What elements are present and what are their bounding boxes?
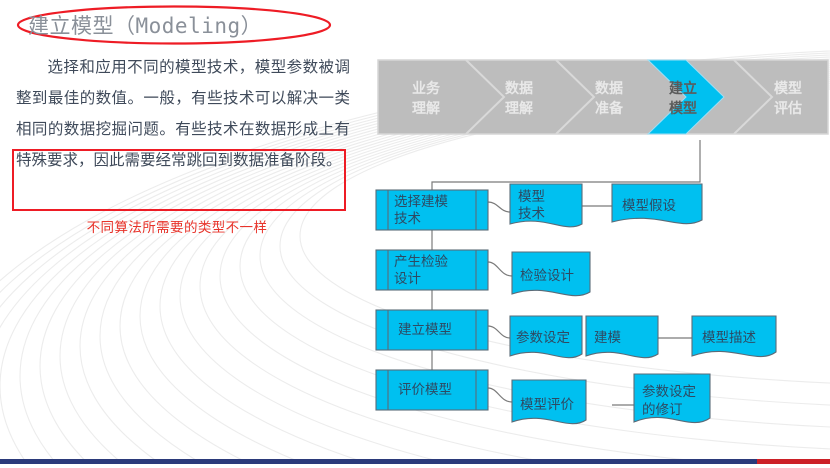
output-node-label-line1: 模型假设 xyxy=(622,198,676,214)
task-node-label-line2: 技术 xyxy=(394,211,421,227)
right-diagram-column: 业务 理解 数据 理解 数据 准备 建立 模型 模型 评估 xyxy=(368,0,830,468)
footer-bar-spacer xyxy=(0,464,830,468)
output-node-parameter-settings[interactable]: 参数设定 xyxy=(509,315,583,359)
chevron-step-1-line1: 业务 xyxy=(412,80,441,97)
chevron-step-2-line2: 理解 xyxy=(505,100,533,117)
task-node-label-line1: 建立模型 xyxy=(398,322,452,338)
output-node-label-line1: 参数设定 xyxy=(516,329,570,346)
task-node-generate-test-design[interactable]: 产生检验 设计 xyxy=(375,249,489,291)
body-paragraph: 选择和应用不同的模型技术，模型参数被调整到最佳的数值。一般，有些技术可以解决一类… xyxy=(16,52,350,176)
chevron-step-5-line2: 评估 xyxy=(774,100,802,117)
output-node-label-line1: 模型 xyxy=(518,189,545,205)
chevron-separators xyxy=(465,59,596,135)
output-node-modeling-technique[interactable]: 模型 技术 xyxy=(509,183,583,228)
output-node-model-description[interactable]: 模型描述 xyxy=(691,315,777,358)
output-node-label-line1: 模型描述 xyxy=(702,330,756,346)
task-node-select-modeling-technique[interactable]: 选择建模 技术 xyxy=(375,189,489,231)
chevron-step-3-line2: 准备 xyxy=(595,100,624,117)
chevron-step-1-line2: 理解 xyxy=(412,100,440,117)
modeling-task-flowchart: 选择建模 技术 产生检验 设计 建立模型 xyxy=(375,140,777,425)
red-annotation-note: 不同算法所需要的类型不一样 xyxy=(86,220,268,236)
chevron-step-3-line1: 数据 xyxy=(595,80,623,97)
output-node-label-line1: 建模 xyxy=(594,330,622,346)
chevron-step-5-line1: 模型 xyxy=(774,80,802,97)
left-text-column: 建立模型（Modeling） 选择和应用不同的模型技术，模型参数被调整到最佳的数… xyxy=(0,0,368,468)
task-node-label-line1: 产生检验 xyxy=(394,254,448,270)
task-node-label-line1: 评价模型 xyxy=(398,382,452,398)
output-node-test-design[interactable]: 检验设计 xyxy=(511,251,591,297)
footer-bar-navy xyxy=(0,459,830,464)
task-node-label-line2: 设计 xyxy=(394,271,421,287)
chevron-labels: 业务 理解 数据 理解 数据 准备 建立 模型 模型 评估 xyxy=(412,80,802,117)
chevron-step-active-outline xyxy=(646,59,725,135)
output-node-models[interactable]: 建模 xyxy=(585,315,659,359)
body-paragraph-text: 选择和应用不同的模型技术，模型参数被调整到最佳的数值。一般，有些技术可以解决一类… xyxy=(16,58,350,169)
red-ellipse-annotation xyxy=(16,5,332,45)
connector-chevron-to-first-task xyxy=(431,140,701,190)
page-title-group: 建立模型（Modeling） xyxy=(14,4,334,46)
chevron-separator-last xyxy=(733,59,774,135)
chevron-band-background xyxy=(377,59,829,135)
chevron-step-4-line2: 模型 xyxy=(669,100,697,117)
output-node-label-line1: 模型评价 xyxy=(520,397,574,413)
chevron-step-4-line1: 建立 xyxy=(669,80,697,97)
task-node-label-line1: 选择建模 xyxy=(394,194,448,210)
connector-output-to-output xyxy=(582,205,692,406)
output-node-modeling-assumption[interactable]: 模型假设 xyxy=(611,183,703,225)
output-node-label-line1: 检验设计 xyxy=(520,268,574,284)
connector-task-to-output xyxy=(487,201,513,403)
page-title: 建立模型（Modeling） xyxy=(28,14,263,38)
output-node-label-line2: 的修订 xyxy=(642,402,683,418)
footer-bar-red-accent xyxy=(757,459,830,464)
chevron-step-2-line1: 数据 xyxy=(505,80,533,97)
output-node-revised-parameters[interactable]: 参数设定 的修订 xyxy=(633,373,711,423)
task-node-assess-model[interactable]: 评价模型 xyxy=(375,369,489,411)
output-node-label-line2: 技术 xyxy=(518,206,545,222)
output-node-model-assessment[interactable]: 模型评价 xyxy=(511,379,587,425)
output-node-label-line1: 参数设定 xyxy=(642,383,696,400)
process-flow-chevrons: 业务 理解 数据 理解 数据 准备 建立 模型 模型 评估 xyxy=(377,59,829,135)
task-node-build-model[interactable]: 建立模型 xyxy=(375,309,489,351)
